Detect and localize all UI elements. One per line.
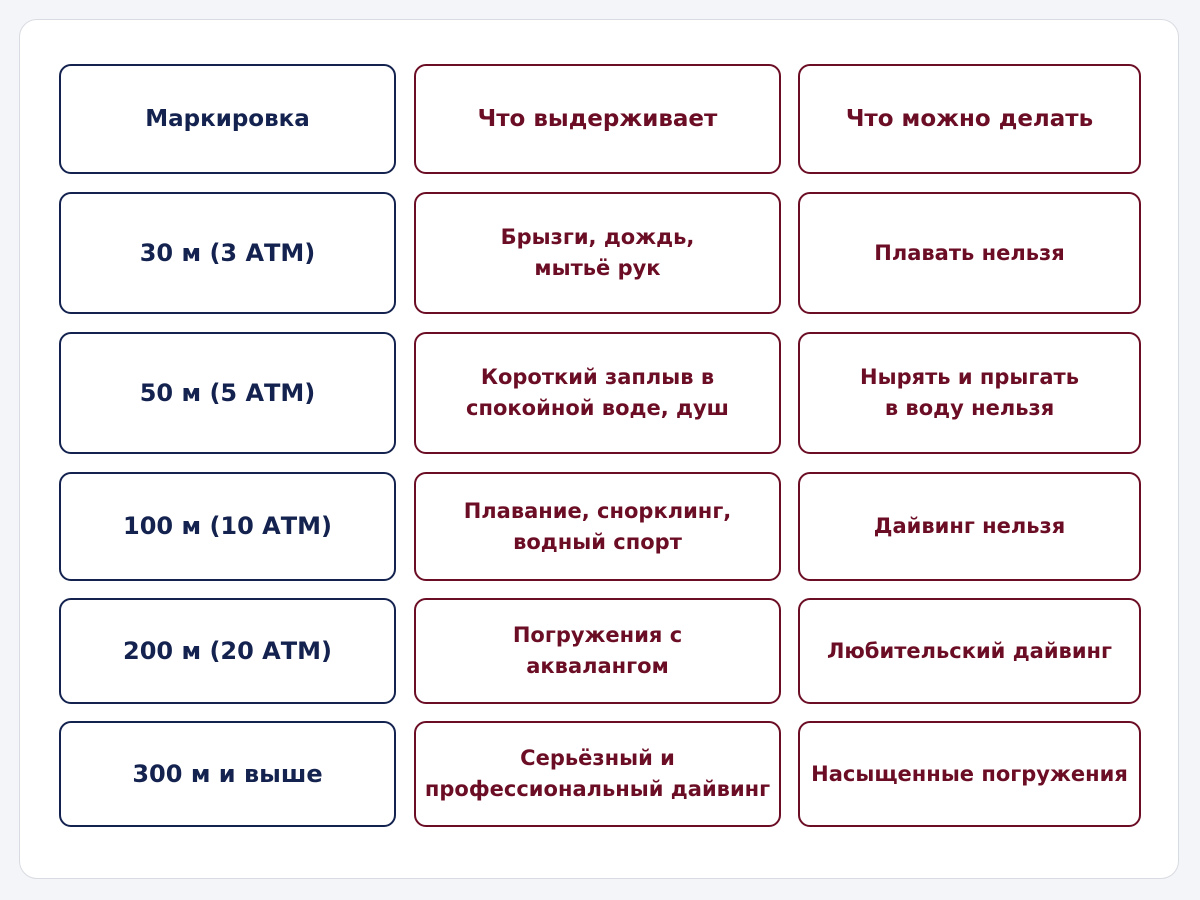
header-withstands: Что выдерживает (414, 64, 781, 174)
row-5-withstands-text: Серьёзный и профессиональный дайвинг (424, 746, 771, 801)
row-2-withstands-text: Короткий заплыв в спокойной воде, душ (466, 365, 729, 420)
row-1-marking: 30 м (3 АТМ) (59, 192, 396, 314)
header-allowed: Что можно делать (798, 64, 1141, 174)
water-resistance-table-card: Маркировка Что выдерживает Что можно дел… (19, 19, 1179, 879)
row-3-marking: 100 м (10 АТМ) (59, 472, 396, 581)
header-marking: Маркировка (59, 64, 396, 174)
row-4-marking: 200 м (20 АТМ) (59, 598, 396, 704)
row-3-withstands-text: Плавание, снорклинг, водный спорт (463, 498, 732, 554)
row-2-marking: 50 м (5 АТМ) (59, 332, 396, 454)
row-3-allowed-text: Дайвинг нельзя (873, 514, 1066, 538)
row-2-marking-text: 50 м (5 АТМ) (139, 378, 316, 407)
row-5-allowed-text: Насыщенные погружения (811, 761, 1128, 786)
row-1-allowed-text: Плавать нельзя (874, 240, 1065, 265)
row-4-withstands: Погружения с аквалангом (414, 598, 781, 704)
row-3-withstands: Плавание, снорклинг, водный спорт (414, 472, 781, 581)
row-4-allowed-text: Любительский дайвинг (826, 638, 1113, 663)
row-4-marking-text: 200 м (20 АТМ) (123, 636, 332, 665)
row-4-allowed: Любительский дайвинг (798, 598, 1141, 704)
row-1-withstands-text: Брызги, дождь, мытьё рук (500, 225, 695, 280)
header-allowed-label: Что можно делать (845, 105, 1094, 132)
header-marking-label: Маркировка (145, 105, 310, 132)
row-4-withstands-text: Погружения с аквалангом (512, 623, 683, 678)
row-3-allowed: Дайвинг нельзя (798, 472, 1141, 581)
row-5-marking-text: 300 м и выше (132, 759, 323, 788)
row-5-withstands: Серьёзный и профессиональный дайвинг (414, 721, 781, 827)
header-withstands-label: Что выдерживает (477, 105, 718, 132)
row-2-allowed-text: Нырять и прыгать в воду нельзя (860, 365, 1079, 420)
row-2-allowed: Нырять и прыгать в воду нельзя (798, 332, 1141, 454)
row-1-withstands: Брызги, дождь, мытьё рук (414, 192, 781, 314)
row-3-marking-text: 100 м (10 АТМ) (123, 512, 332, 540)
row-5-marking: 300 м и выше (59, 721, 396, 827)
row-5-allowed: Насыщенные погружения (798, 721, 1141, 827)
row-1-allowed: Плавать нельзя (798, 192, 1141, 314)
row-2-withstands: Короткий заплыв в спокойной воде, душ (414, 332, 781, 454)
row-1-marking-text: 30 м (3 АТМ) (139, 238, 316, 267)
